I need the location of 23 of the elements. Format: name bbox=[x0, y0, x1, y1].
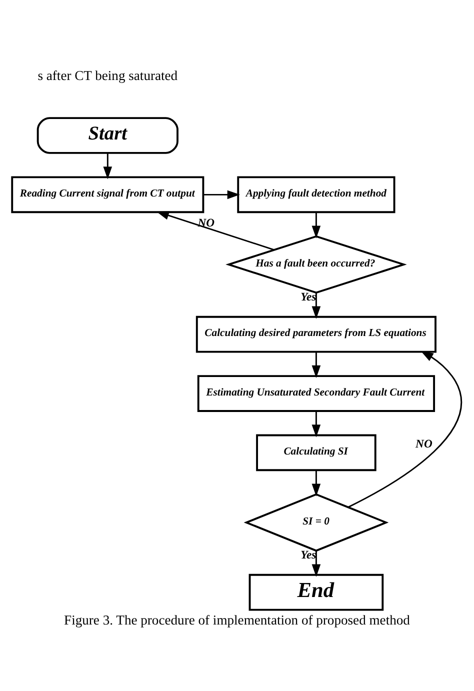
arrow bbox=[312, 411, 321, 438]
node-box: Start bbox=[36, 117, 178, 154]
arrow bbox=[312, 212, 321, 238]
arrow bbox=[203, 190, 240, 200]
arrow bbox=[312, 292, 321, 319]
node-box: Calculating desired parameters from LS equations bbox=[196, 316, 436, 353]
node-diamond: SI = 0 bbox=[244, 493, 389, 552]
node-box: End bbox=[248, 574, 384, 611]
arrow bbox=[312, 550, 321, 577]
node-box: Applying fault detection method bbox=[237, 176, 396, 214]
label: s after CT being saturated bbox=[38, 68, 178, 83]
caption: Figure 3. The procedure of implementation of proposed method bbox=[64, 612, 410, 628]
arrow bbox=[103, 153, 112, 180]
node-diamond: Has a fault been occurred? bbox=[226, 235, 407, 294]
node-box: Estimating Unsaturated Secondary Fault Current bbox=[197, 375, 436, 412]
arrow bbox=[312, 352, 321, 378]
arrow bbox=[348, 350, 462, 508]
arrow bbox=[156, 211, 274, 250]
node-box: Calculating SI bbox=[256, 434, 376, 472]
edge-label: NO bbox=[416, 437, 432, 450]
edge-label: NO bbox=[198, 216, 214, 230]
arrow bbox=[312, 470, 321, 496]
node-box: Reading Current signal from CT output bbox=[11, 176, 204, 214]
